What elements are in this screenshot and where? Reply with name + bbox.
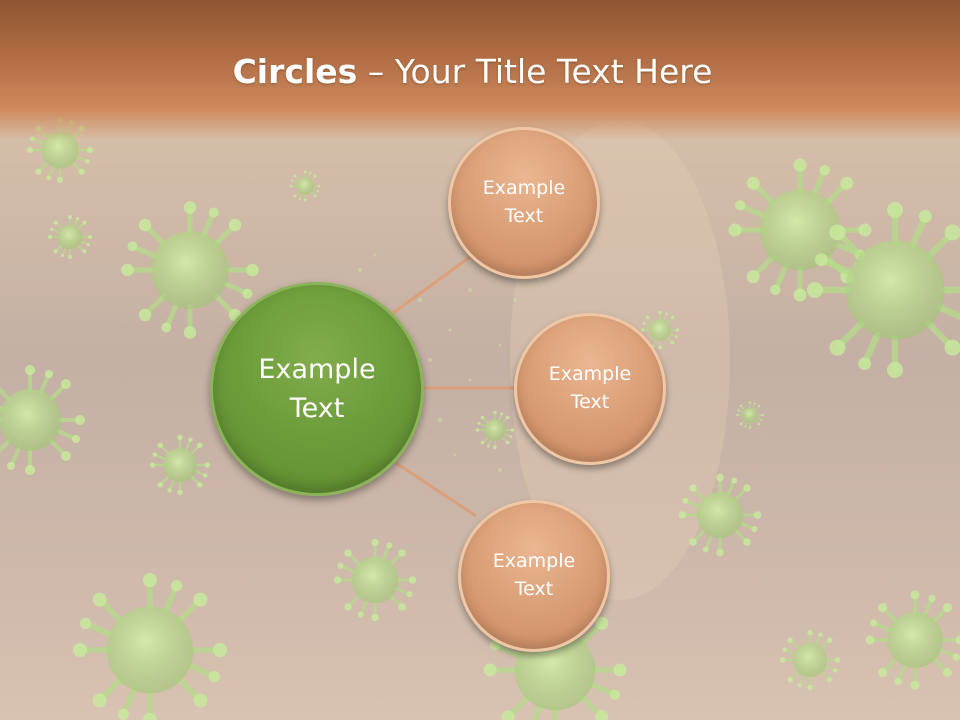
satellite-circle-3[interactable]: Example Text xyxy=(458,500,610,652)
title-rest: – Your Title Text Here xyxy=(357,52,713,91)
title-bold: Circles xyxy=(232,52,358,91)
satellite-circle-label: Example Text xyxy=(482,177,566,227)
satellite-circle-label: Example Text xyxy=(548,363,632,413)
satellite-circle-1[interactable]: Example Text xyxy=(448,127,600,279)
slide-title: Circles – Your Title Text Here xyxy=(0,52,945,91)
main-circle-label: Example Text xyxy=(258,353,376,424)
connector-line-1 xyxy=(392,255,471,315)
main-circle[interactable]: Example Text xyxy=(210,282,424,496)
header-band xyxy=(0,0,960,140)
connector-line-3 xyxy=(395,461,477,518)
satellite-circle-2[interactable]: Example Text xyxy=(514,313,666,465)
satellite-circle-label: Example Text xyxy=(492,550,576,600)
